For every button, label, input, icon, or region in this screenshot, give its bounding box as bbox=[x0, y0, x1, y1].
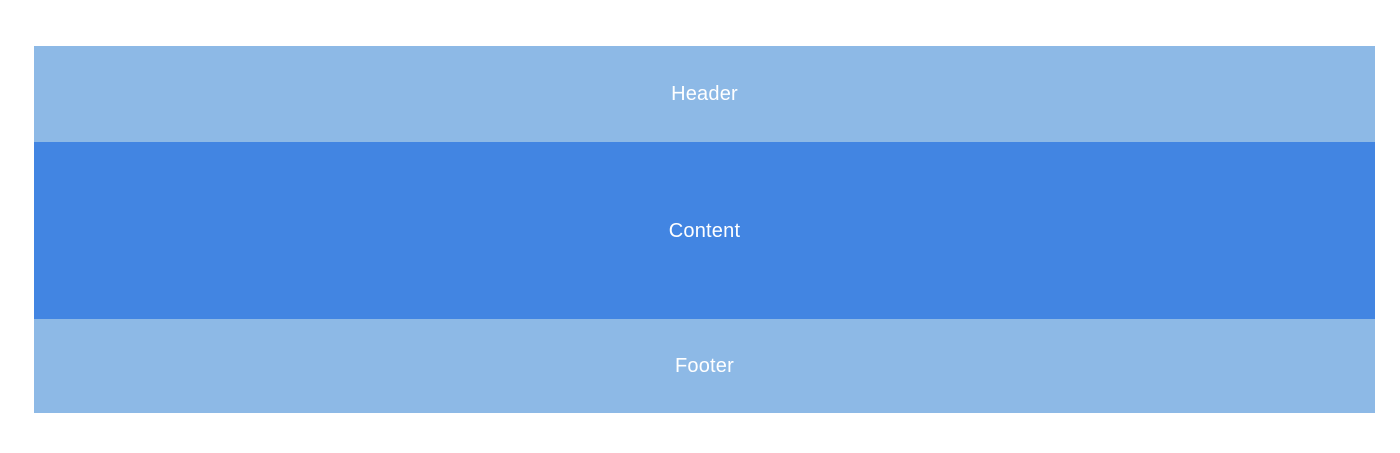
footer-band: Footer bbox=[34, 319, 1375, 413]
layout-demo-container: Header Content Footer bbox=[34, 46, 1375, 413]
header-label: Header bbox=[671, 83, 738, 105]
content-band: Content bbox=[34, 142, 1375, 319]
footer-label: Footer bbox=[674, 355, 734, 377]
header-band: Header bbox=[34, 46, 1375, 142]
content-label: Content bbox=[668, 219, 741, 242]
